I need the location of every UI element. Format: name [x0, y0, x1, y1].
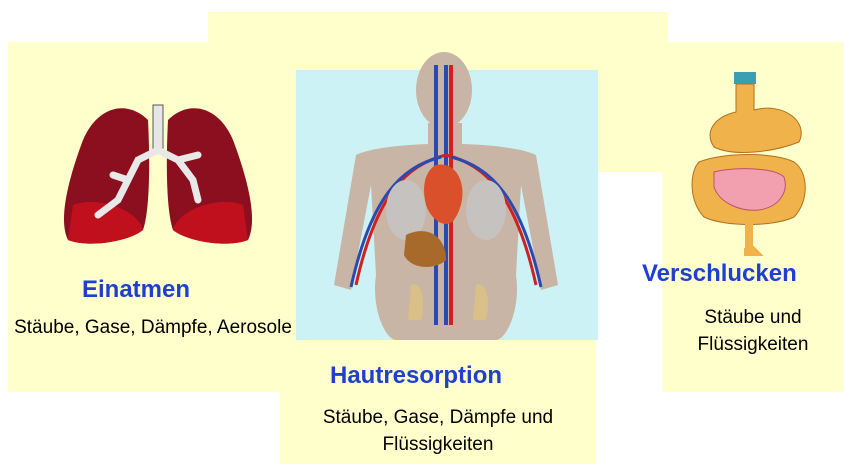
lungs-icon	[58, 100, 258, 250]
ingestion-description: Stäube und Flüssigkeiten	[662, 304, 844, 358]
ingestion-title: Verschlucken	[642, 260, 797, 288]
inhalation-description: Stäube, Gase, Dämpfe, Aerosole	[8, 314, 298, 341]
human-body-icon	[296, 45, 598, 340]
digestive-tract-icon	[684, 72, 824, 257]
skin-absorption-title: Hautresorption	[330, 362, 502, 390]
skin-absorption-description: Stäube, Gase, Dämpfe und Flüssigkeiten	[280, 404, 596, 458]
inhalation-title: Einatmen	[82, 276, 190, 304]
